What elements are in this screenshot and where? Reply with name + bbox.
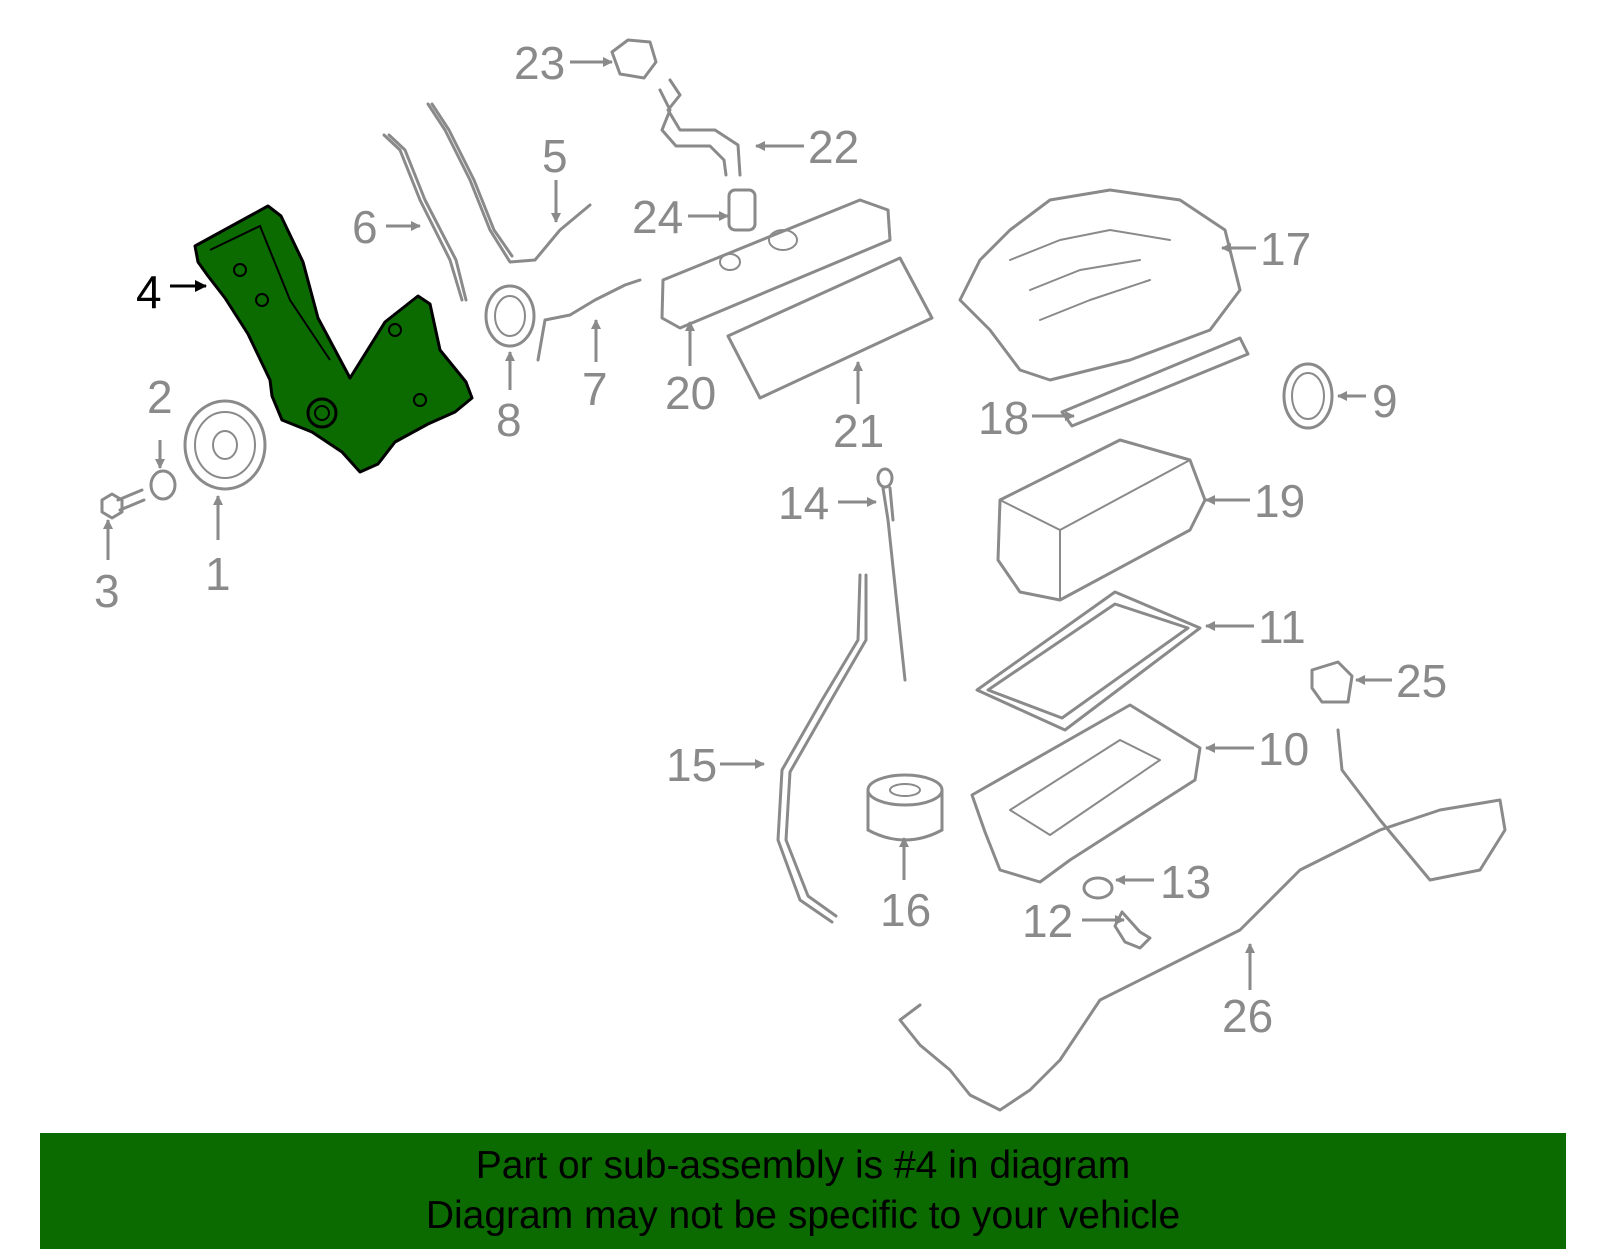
- dipstick-part-14: [876, 467, 907, 682]
- oil-pan-upper-part-19: [996, 438, 1207, 602]
- valve-cover-part-20: [660, 198, 892, 330]
- pan-gasket-part-11: [975, 590, 1202, 732]
- banner-line-2: Diagram may not be specific to your vehi…: [425, 1194, 1181, 1237]
- gasket-part-5: [426, 102, 592, 264]
- callout-25: 25: [1396, 655, 1447, 707]
- info-banner: Part or sub-assembly is #4 in diagram Di…: [40, 1133, 1566, 1249]
- bracket-part-25: [1310, 660, 1354, 704]
- oil-pan-part-10: [970, 703, 1202, 884]
- callout-7: 7: [582, 363, 608, 415]
- callout-2: 2: [147, 371, 173, 423]
- leader-arrows: [103, 57, 1392, 990]
- callout-24: 24: [632, 191, 683, 243]
- bolt-part-3: [100, 488, 146, 520]
- callout-3: 3: [94, 565, 120, 617]
- callout-15: 15: [666, 739, 717, 791]
- callout-10: 10: [1258, 723, 1309, 775]
- callout-5: 5: [542, 130, 568, 182]
- banner-line-1: Part or sub-assembly is #4 in diagram: [475, 1144, 1131, 1187]
- callout-12: 12: [1022, 895, 1073, 947]
- callout-6: 6: [352, 201, 378, 253]
- callout-4: 4: [136, 266, 162, 318]
- callout-16: 16: [880, 884, 931, 936]
- oil-filter-part-16: [866, 773, 944, 842]
- fitting-part-23: [610, 38, 658, 80]
- callout-20: 20: [665, 367, 716, 419]
- callout-26: 26: [1222, 990, 1273, 1042]
- callout-1: 1: [205, 548, 231, 600]
- callout-11: 11: [1258, 601, 1306, 653]
- timing-cover-part-4[interactable]: [193, 204, 474, 474]
- dipstick-tube-part-15: [776, 573, 868, 924]
- callout-14: 14: [778, 477, 829, 529]
- callout-17: 17: [1260, 223, 1311, 275]
- callout-19: 19: [1254, 475, 1305, 527]
- oring-part-13: [1082, 876, 1114, 900]
- crank-pulley-part-1: [183, 399, 267, 491]
- callout-18: 18: [978, 392, 1029, 444]
- callout-23: 23: [514, 37, 565, 89]
- intake-manifold-part-17: [958, 188, 1242, 382]
- callout-21: 21: [833, 405, 884, 457]
- rear-seal-part-9: [1282, 362, 1334, 430]
- gasket-part-7: [536, 278, 642, 362]
- valve-cover-gasket-part-21: [726, 256, 934, 400]
- callout-22: 22: [808, 121, 859, 173]
- callout-9: 9: [1372, 375, 1398, 427]
- gasket-part-6: [382, 133, 468, 302]
- front-seal-part-8: [484, 284, 536, 348]
- drain-plug-part-12: [1113, 910, 1152, 950]
- parts-diagram: 4 1 2 3 5 6 7 8 9 10 11 12 13 14 15 16 1…: [94, 37, 1507, 1112]
- pcv-hose-part-22: [658, 78, 742, 177]
- washer-part-2: [149, 469, 177, 501]
- pcv-valve-part-24: [727, 188, 757, 232]
- callout-13: 13: [1160, 856, 1211, 908]
- wiring-harness-part-26: [898, 728, 1507, 1112]
- manifold-gasket-part-18: [1060, 336, 1250, 428]
- callout-8: 8: [496, 394, 522, 446]
